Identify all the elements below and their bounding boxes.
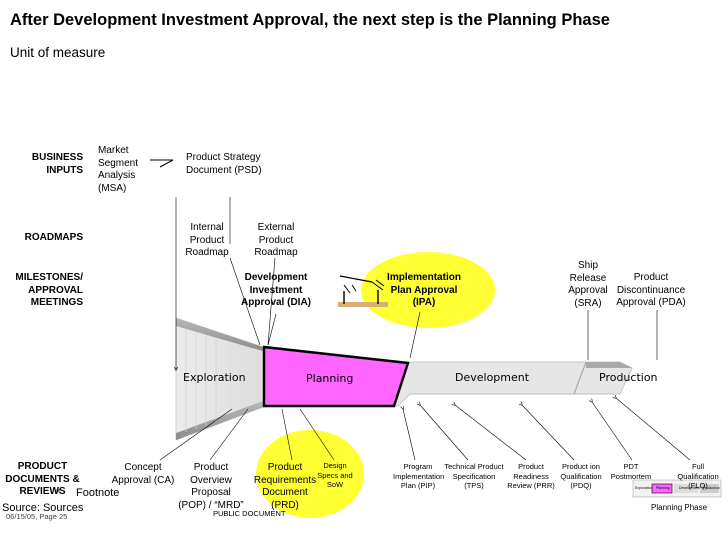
ipa-highlight: [361, 252, 495, 328]
process-thumbnail: [632, 479, 722, 498]
page-title: After Development Investment Approval, t…: [10, 11, 610, 29]
row-label-milestones: MILESTONES/ APPROVAL MEETINGS: [15, 272, 83, 308]
funnel-upper-wing: [176, 318, 266, 352]
psd-box: Product Strategy Document (PSD): [186, 152, 262, 176]
doc-prr: Product Readiness Review (PRR): [507, 462, 555, 490]
thumbnail-caption: Planning Phase: [651, 503, 708, 512]
gavel-icon: [338, 275, 388, 307]
phase-planning: Planning: [306, 372, 354, 385]
prd-highlight: [256, 430, 364, 518]
milestone-sra: Ship Release Approval (SRA): [568, 260, 608, 309]
planning-phase-shape: [262, 345, 410, 408]
doc-pdq: Product ion Qualification (PDQ): [560, 462, 602, 490]
milestone-ipa: Implementation Plan Approval (IPA): [387, 272, 461, 308]
milestone-pda: Product Discontinuance Approval (PDA): [616, 272, 686, 308]
public-document-label: PUBLIC DOCUMENT: [213, 509, 286, 518]
phase-production: Production: [599, 371, 658, 384]
doc-pop: Product Overview Proposal (POP) / “MRD”: [178, 462, 244, 511]
footnote-marker: *: [56, 487, 61, 499]
phase-development: Development: [455, 371, 530, 384]
page-number: 06/15/05, Page 25: [6, 512, 68, 521]
thumb-phase-production: Production: [703, 486, 720, 490]
thumb-phase-planning: Planning: [656, 486, 670, 490]
thumb-phase-exploration: Exploration: [635, 486, 653, 490]
row-label-roadmaps: ROADMAPS: [24, 232, 83, 243]
row-label-business-inputs: BUSINESS INPUTS: [31, 152, 83, 176]
row-label-product-documents: PRODUCT DOCUMENTS & REVIEWS: [5, 461, 80, 497]
funnel-lower-wing: [176, 400, 266, 440]
msa-box: Market Segment Analysis (MSA): [98, 145, 139, 194]
phase-exploration: Exploration: [183, 371, 246, 384]
external-roadmap: External Product Roadmap: [254, 222, 298, 258]
milestone-dia: Development Investment Approval (DIA): [241, 272, 311, 308]
doc-ca: Concept Approval (CA): [111, 462, 175, 486]
doc-pdt: PDT Postmortem: [610, 462, 652, 481]
thumb-phase-development: Development: [679, 486, 700, 490]
doc-prd: Product Requirements Document (PRD): [253, 462, 317, 511]
production-top-shade: [586, 362, 632, 368]
doc-tps: Technical Product Specification (TPS): [444, 462, 504, 490]
doc-design-specs: Design Specs and SoW: [317, 461, 353, 489]
footnote: Footnote: [76, 487, 120, 499]
source-note: Source: Sources: [2, 502, 84, 514]
doc-pip: Program Implementation Plan (PIP): [393, 462, 445, 490]
doc-flq: Full Qualification (FLQ): [677, 462, 719, 490]
page-subtitle: Unit of measure: [10, 45, 106, 60]
internal-roadmap: Internal Product Roadmap: [185, 222, 229, 258]
